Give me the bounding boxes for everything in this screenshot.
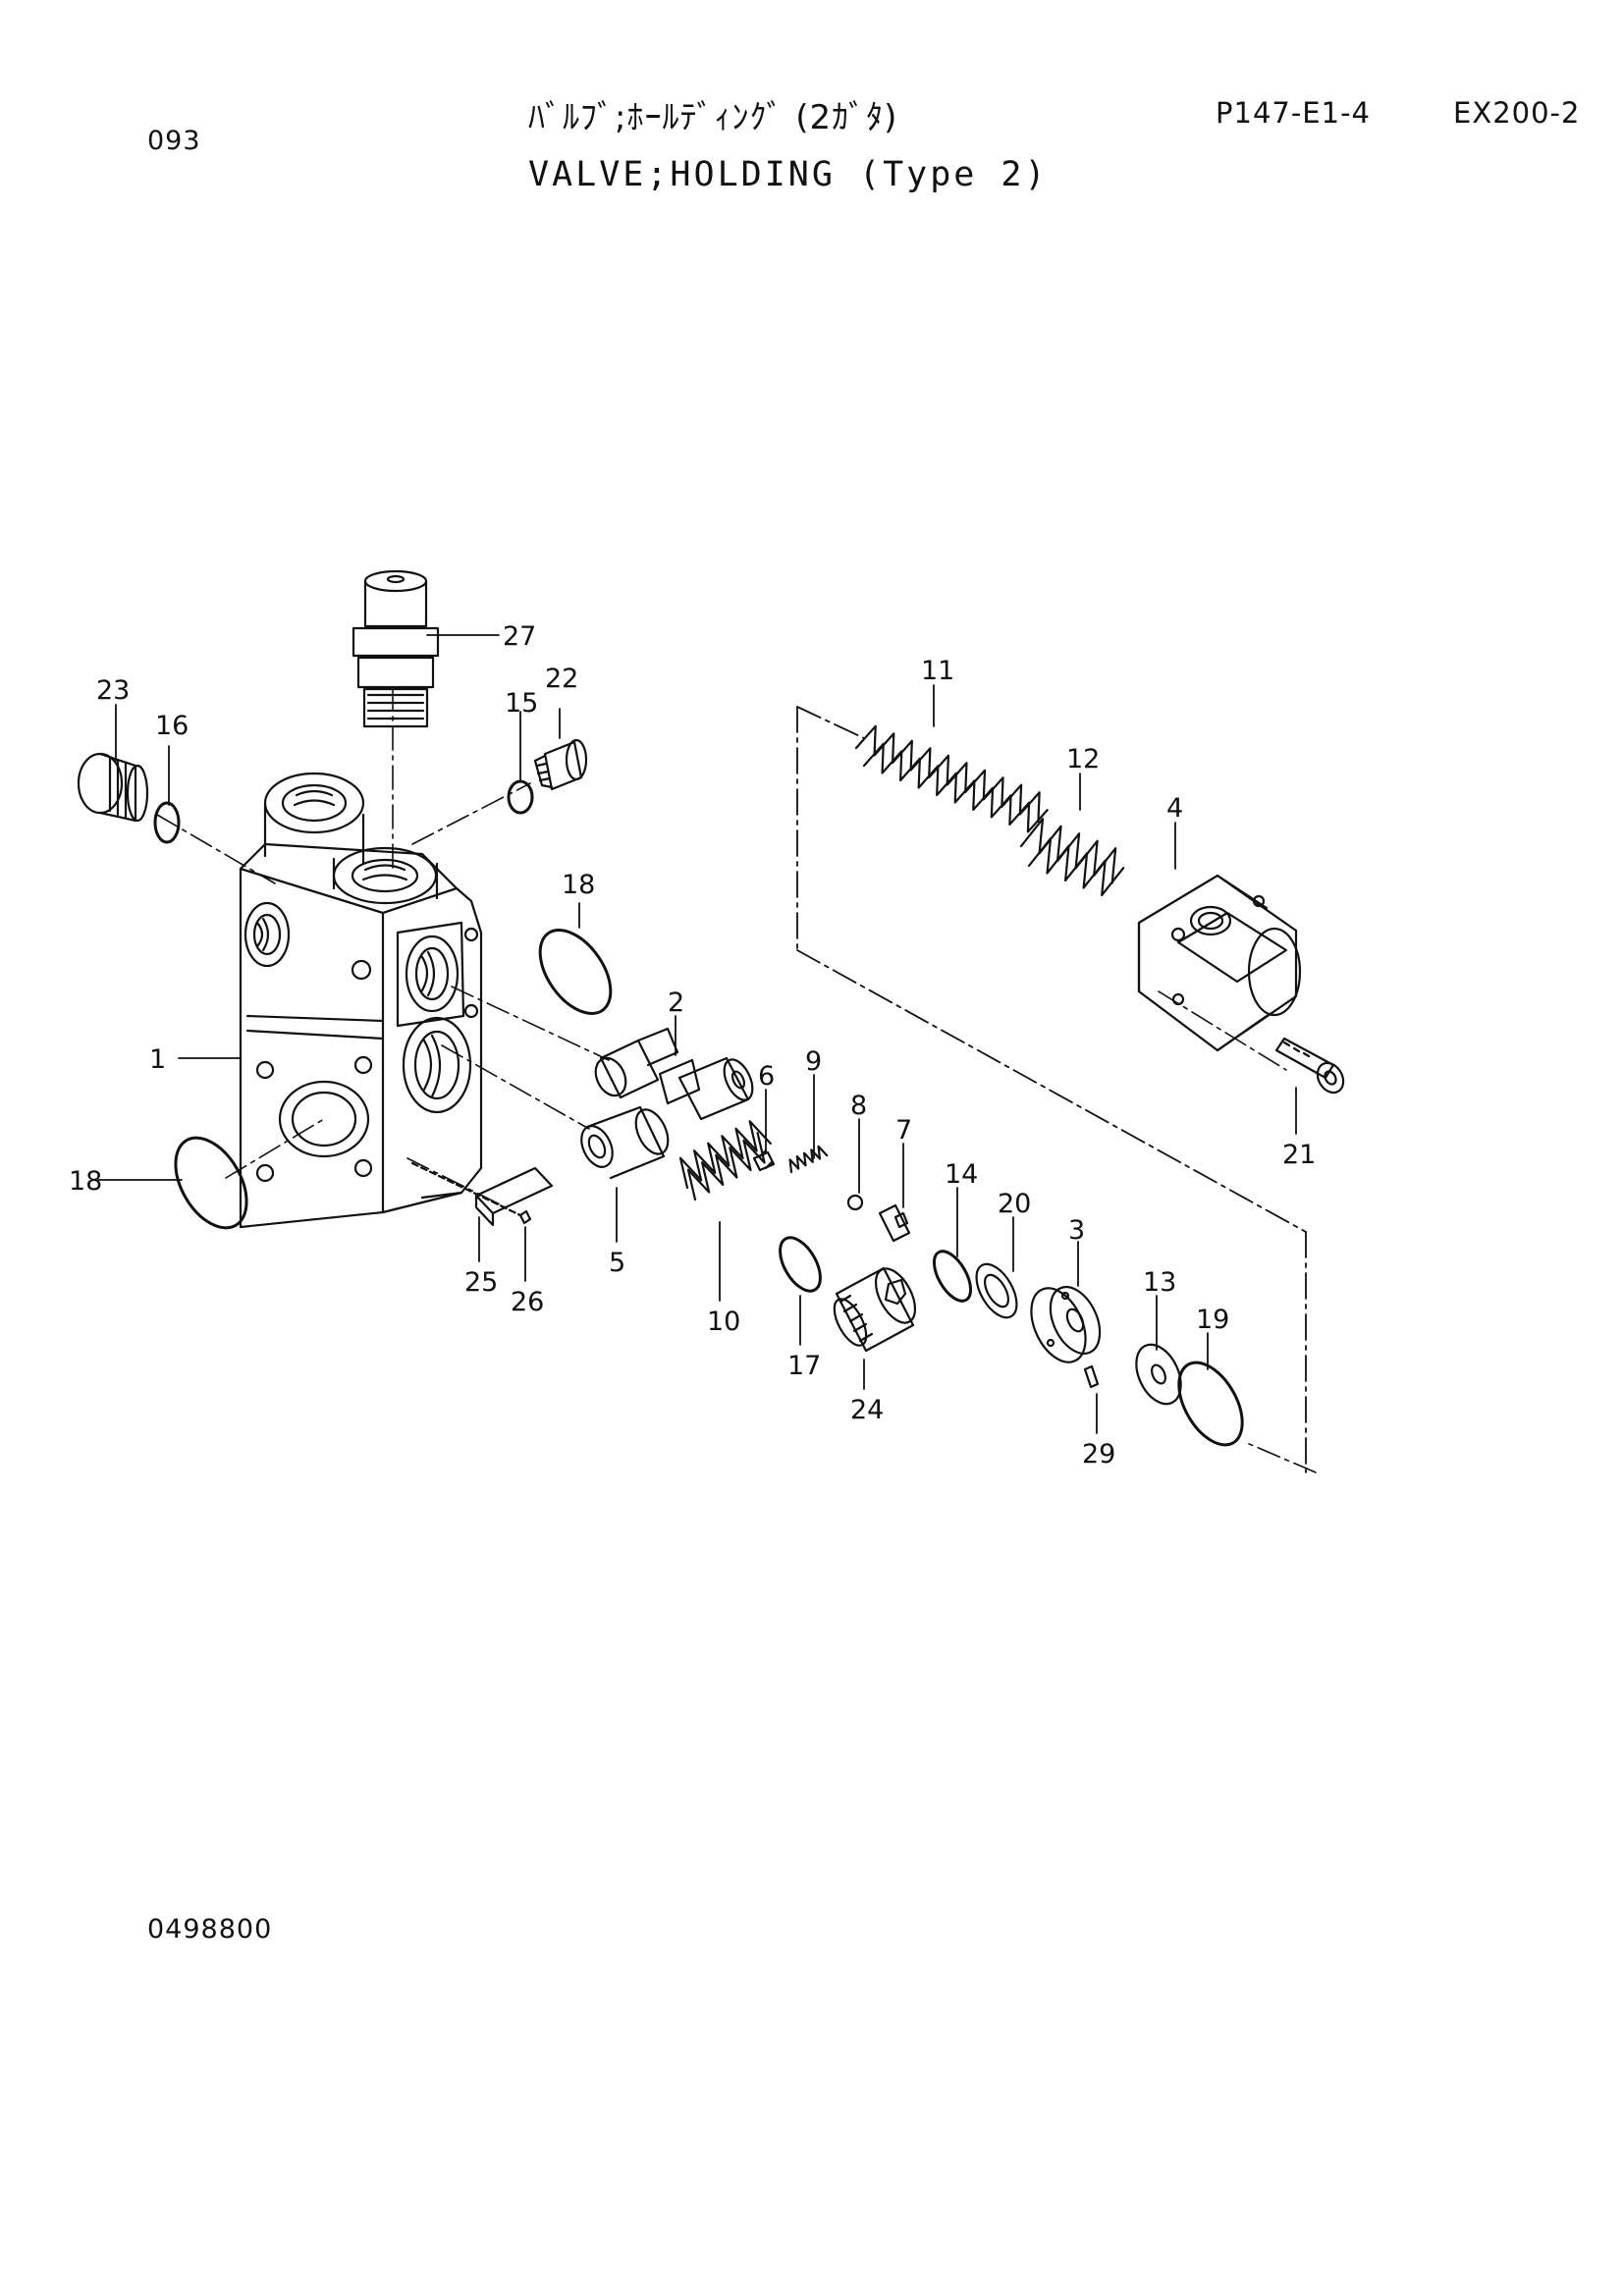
callout-labels: 27 23 16 15 22 18 1 18 2 6 9 8 7 14 20 3… [69, 621, 1316, 1469]
callout-18-lower: 18 [69, 1166, 102, 1197]
part-29-pin [1083, 1364, 1100, 1389]
title-english: VALVE;HOLDING (Type 2) [528, 155, 1049, 194]
part-27-relief-cartridge [352, 569, 440, 728]
assembly-boundary-line [796, 706, 1307, 1473]
callout-22: 22 [545, 664, 578, 694]
callout-14: 14 [945, 1159, 978, 1190]
part-18-o-ring-lower [174, 1136, 248, 1230]
part-5-piston [580, 1105, 670, 1180]
model-code: EX200-2 [1453, 96, 1581, 130]
callout-1: 1 [149, 1044, 166, 1075]
part-18-o-ring-upper [538, 929, 613, 1015]
part-21-bolt [1274, 1037, 1345, 1095]
callout-17: 17 [787, 1351, 821, 1381]
part-23-plug [77, 752, 149, 823]
item-number: 093 [147, 126, 201, 156]
part-6-poppet [752, 1148, 776, 1172]
callout-19: 19 [1196, 1305, 1229, 1335]
part-8-ball [846, 1194, 864, 1211]
callout-11: 11 [921, 656, 954, 686]
part-25-plate [474, 1166, 554, 1227]
callout-25: 25 [464, 1267, 498, 1298]
part-13-washer [1135, 1343, 1182, 1406]
callout-2: 2 [668, 988, 684, 1018]
axis-lines [156, 686, 1317, 1473]
callout-27: 27 [503, 621, 536, 652]
part-22-plug [533, 738, 588, 791]
callout-16: 16 [155, 711, 189, 741]
callout-3: 3 [1068, 1215, 1085, 1246]
part-14-o-ring [932, 1250, 973, 1303]
callout-12: 12 [1066, 744, 1100, 774]
callout-6: 6 [758, 1061, 775, 1092]
callout-23: 23 [96, 675, 130, 706]
callout-7: 7 [895, 1115, 912, 1146]
part-2-spool [594, 1027, 754, 1121]
part-12-spring [1019, 818, 1125, 897]
callout-29: 29 [1082, 1439, 1115, 1469]
part-9-spring [788, 1145, 829, 1174]
callout-26: 26 [511, 1287, 544, 1317]
part-17-o-ring [779, 1236, 822, 1293]
part-4-housing [1137, 874, 1302, 1052]
callout-4: 4 [1166, 793, 1183, 824]
callout-5: 5 [609, 1248, 625, 1278]
callout-13: 13 [1143, 1267, 1176, 1298]
callout-24: 24 [850, 1395, 884, 1425]
callout-18-upper: 18 [562, 870, 595, 900]
title-japanese: ﾊﾞﾙﾌﾞ;ﾎｰﾙﾃﾞｨﾝｸﾞ (2ｶﾞﾀ) [528, 98, 898, 137]
part-11-spring [854, 724, 1049, 833]
part-10-spring [678, 1120, 772, 1201]
document-number: 0498800 [147, 1914, 273, 1945]
page-code: P147-E1-4 [1216, 96, 1371, 130]
part-1-valve-body [239, 772, 483, 1229]
callout-8: 8 [850, 1091, 867, 1121]
part-19-o-ring [1177, 1361, 1244, 1447]
callout-15: 15 [505, 688, 538, 719]
callout-9: 9 [805, 1046, 822, 1077]
part-7-seat [878, 1203, 911, 1243]
part-16-o-ring [153, 801, 181, 844]
part-20-washer [975, 1262, 1018, 1319]
callout-20: 20 [998, 1189, 1031, 1219]
part-24-plug [833, 1266, 917, 1353]
part-15-o-ring [507, 779, 534, 815]
callout-10: 10 [707, 1307, 740, 1337]
part-26-screw [410, 1161, 532, 1225]
part-3-cap [1030, 1285, 1102, 1363]
leader-lines [97, 634, 1297, 1434]
callout-21: 21 [1282, 1140, 1316, 1170]
